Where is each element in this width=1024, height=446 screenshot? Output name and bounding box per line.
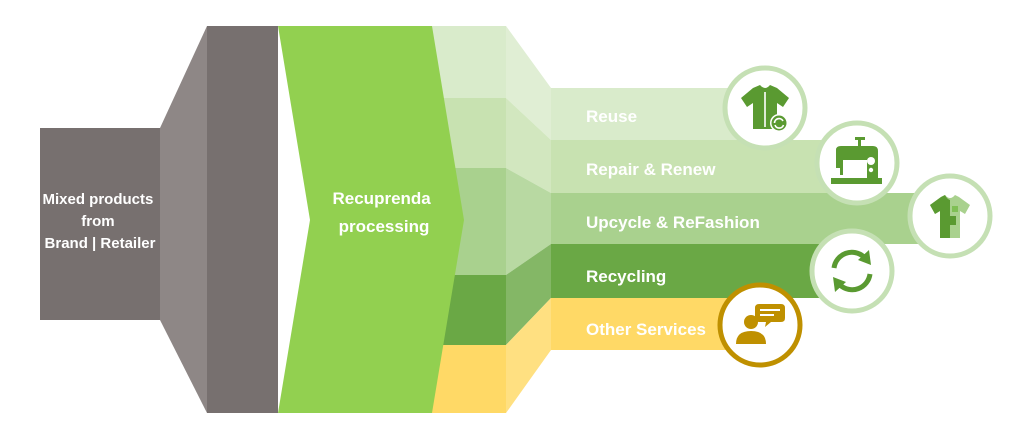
stream-label-repair: Repair & Renew — [586, 160, 716, 179]
processing-line-1: Recuprenda — [333, 189, 432, 208]
stream-label-other: Other Services — [586, 320, 706, 339]
source-line-3: Brand | Retailer — [45, 235, 156, 252]
upcycle-band — [430, 168, 940, 275]
reuse-band — [430, 26, 770, 140]
source-column — [207, 26, 278, 413]
source-block: Mixed products from Brand | Retailer — [40, 26, 278, 413]
stream-labels: Reuse Repair & Renew Upcycle & ReFashion… — [586, 107, 760, 339]
patched-tshirt-icon — [907, 173, 993, 259]
stream-label-recycling: Recycling — [586, 267, 666, 286]
source-funnel — [160, 26, 207, 413]
sewing-machine-icon — [814, 120, 900, 206]
processing-block: Recuprenda processing — [278, 26, 464, 413]
source-box — [40, 128, 160, 320]
processing-label: Recuprenda processing — [333, 189, 436, 236]
processing-line-2: processing — [339, 217, 430, 236]
stream-label-upcycle: Upcycle & ReFashion — [586, 213, 760, 232]
fan-shade — [506, 26, 551, 413]
consultant-speech-icon — [717, 282, 803, 368]
recycling-band — [430, 244, 850, 345]
source-label: Mixed products from Brand | Retailer — [42, 191, 157, 252]
processing-arrow — [278, 26, 464, 413]
recycle-arrows-icon — [809, 228, 895, 314]
stream-bands — [430, 26, 940, 413]
other-services-band — [430, 298, 770, 413]
shirt-reuse-icon — [722, 65, 808, 151]
repair-band — [430, 98, 850, 193]
stream-label-reuse: Reuse — [586, 107, 637, 126]
source-line-2: from — [81, 213, 114, 230]
source-line-1: Mixed products — [42, 191, 153, 208]
